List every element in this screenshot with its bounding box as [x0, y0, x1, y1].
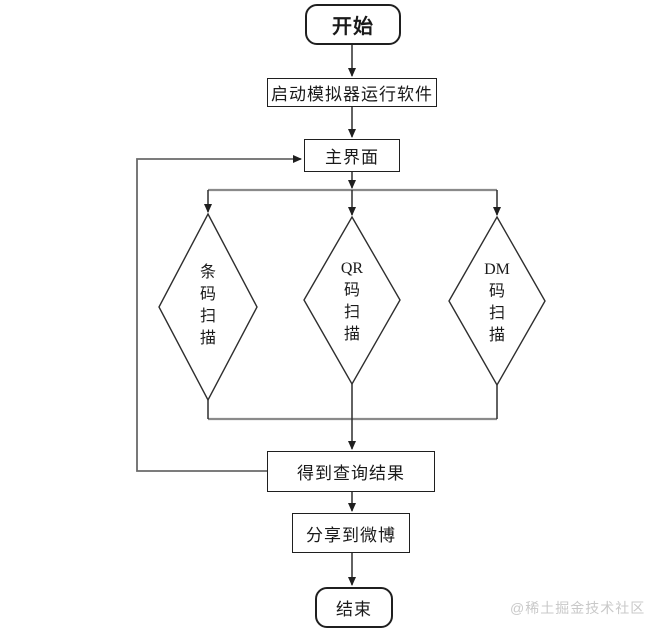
node-main-screen: 主界面	[304, 139, 400, 172]
node-start: 开始	[305, 4, 401, 45]
node-main-label: 主界面	[325, 148, 379, 167]
node-launch-label: 启动模拟器运行软件	[271, 85, 433, 104]
node-qr-scan-label: QR 码 扫 描	[340, 260, 364, 343]
node-query-result: 得到查询结果	[267, 451, 435, 492]
node-end: 结束	[315, 587, 393, 628]
node-dm-scan-label: DM 码 扫 描	[484, 261, 510, 344]
node-share-label: 分享到微博	[306, 525, 396, 545]
feedback-connector-result-to-main	[136, 155, 302, 472]
node-result-label: 得到查询结果	[297, 464, 405, 483]
node-start-label: 开始	[332, 16, 374, 38]
node-launch-emulator: 启动模拟器运行软件	[267, 78, 437, 107]
node-barcode-scan-label: 条 码 扫 描	[199, 264, 216, 347]
watermark-text: @稀土掘金技术社区	[510, 600, 646, 616]
node-share-weibo: 分享到微博	[292, 513, 410, 553]
node-end-label: 结束	[336, 600, 372, 619]
